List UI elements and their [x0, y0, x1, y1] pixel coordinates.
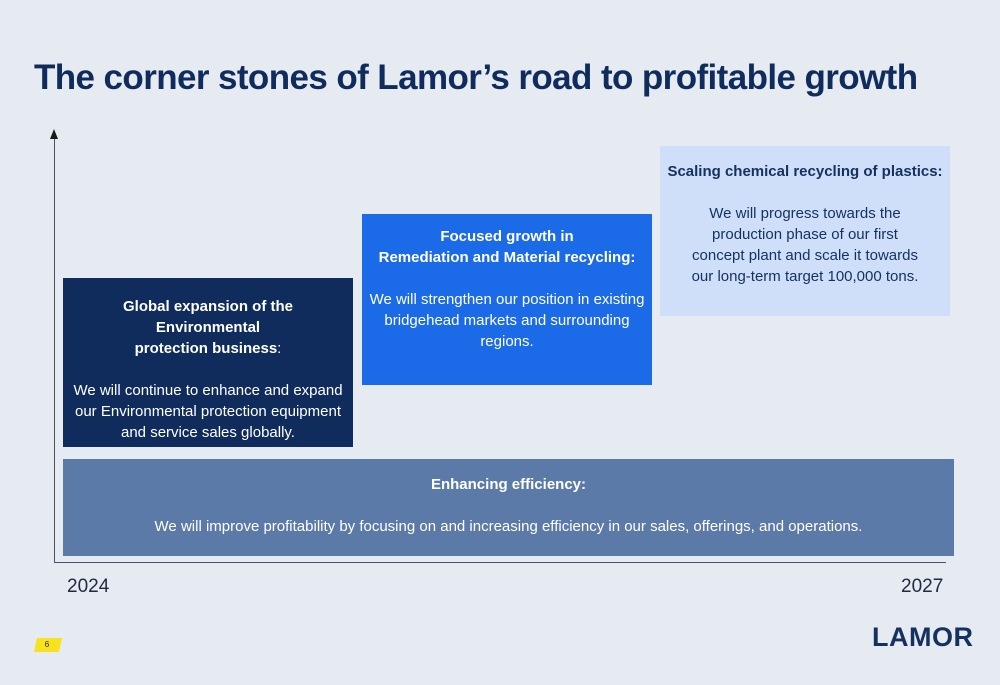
box-body-line: We will improve profitability by focusin…	[154, 518, 863, 535]
cornerstone-enhancing-efficiency: Enhancing efficiency: We will improve pr…	[63, 459, 954, 556]
timeline-y-axis	[54, 138, 55, 563]
box-heading: Enhancing efficiency:	[430, 476, 587, 493]
box-body-line: regions.	[480, 333, 534, 350]
box-body-line: production phase of our first	[712, 226, 898, 243]
box-body-line: and service sales globally.	[121, 424, 295, 441]
timeline-end-year: 2027	[901, 576, 944, 597]
box-body-line: bridgehead markets and surrounding	[384, 312, 630, 329]
timeline-start-year: 2024	[67, 576, 110, 597]
box-body-line: our Environmental protection equipment	[75, 403, 341, 420]
cornerstone-chemical-recycling: Scaling chemical recycling of plastics: …	[660, 146, 950, 316]
box-body-line: We will continue to enhance and expand	[73, 382, 343, 399]
y-axis-arrow-icon	[50, 129, 58, 139]
page-badge-shape-icon	[34, 638, 62, 652]
page-number-badge: 6	[34, 638, 62, 652]
box-body-line: We will strengthen our position in exist…	[369, 291, 645, 308]
timeline-x-axis	[54, 562, 946, 563]
page-number: 6	[44, 640, 50, 649]
box-body-line: our long-term target 100,000 tons.	[691, 268, 919, 285]
box-body-line: We will progress towards the	[709, 205, 901, 222]
lamor-logo: LAMOR	[872, 622, 974, 652]
box-heading: Scaling chemical recycling of plastics:	[667, 163, 943, 180]
box-body-line: concept plant and scale it towards	[692, 247, 918, 264]
slide-title: The corner stones of Lamor’s road to pro…	[34, 58, 918, 97]
